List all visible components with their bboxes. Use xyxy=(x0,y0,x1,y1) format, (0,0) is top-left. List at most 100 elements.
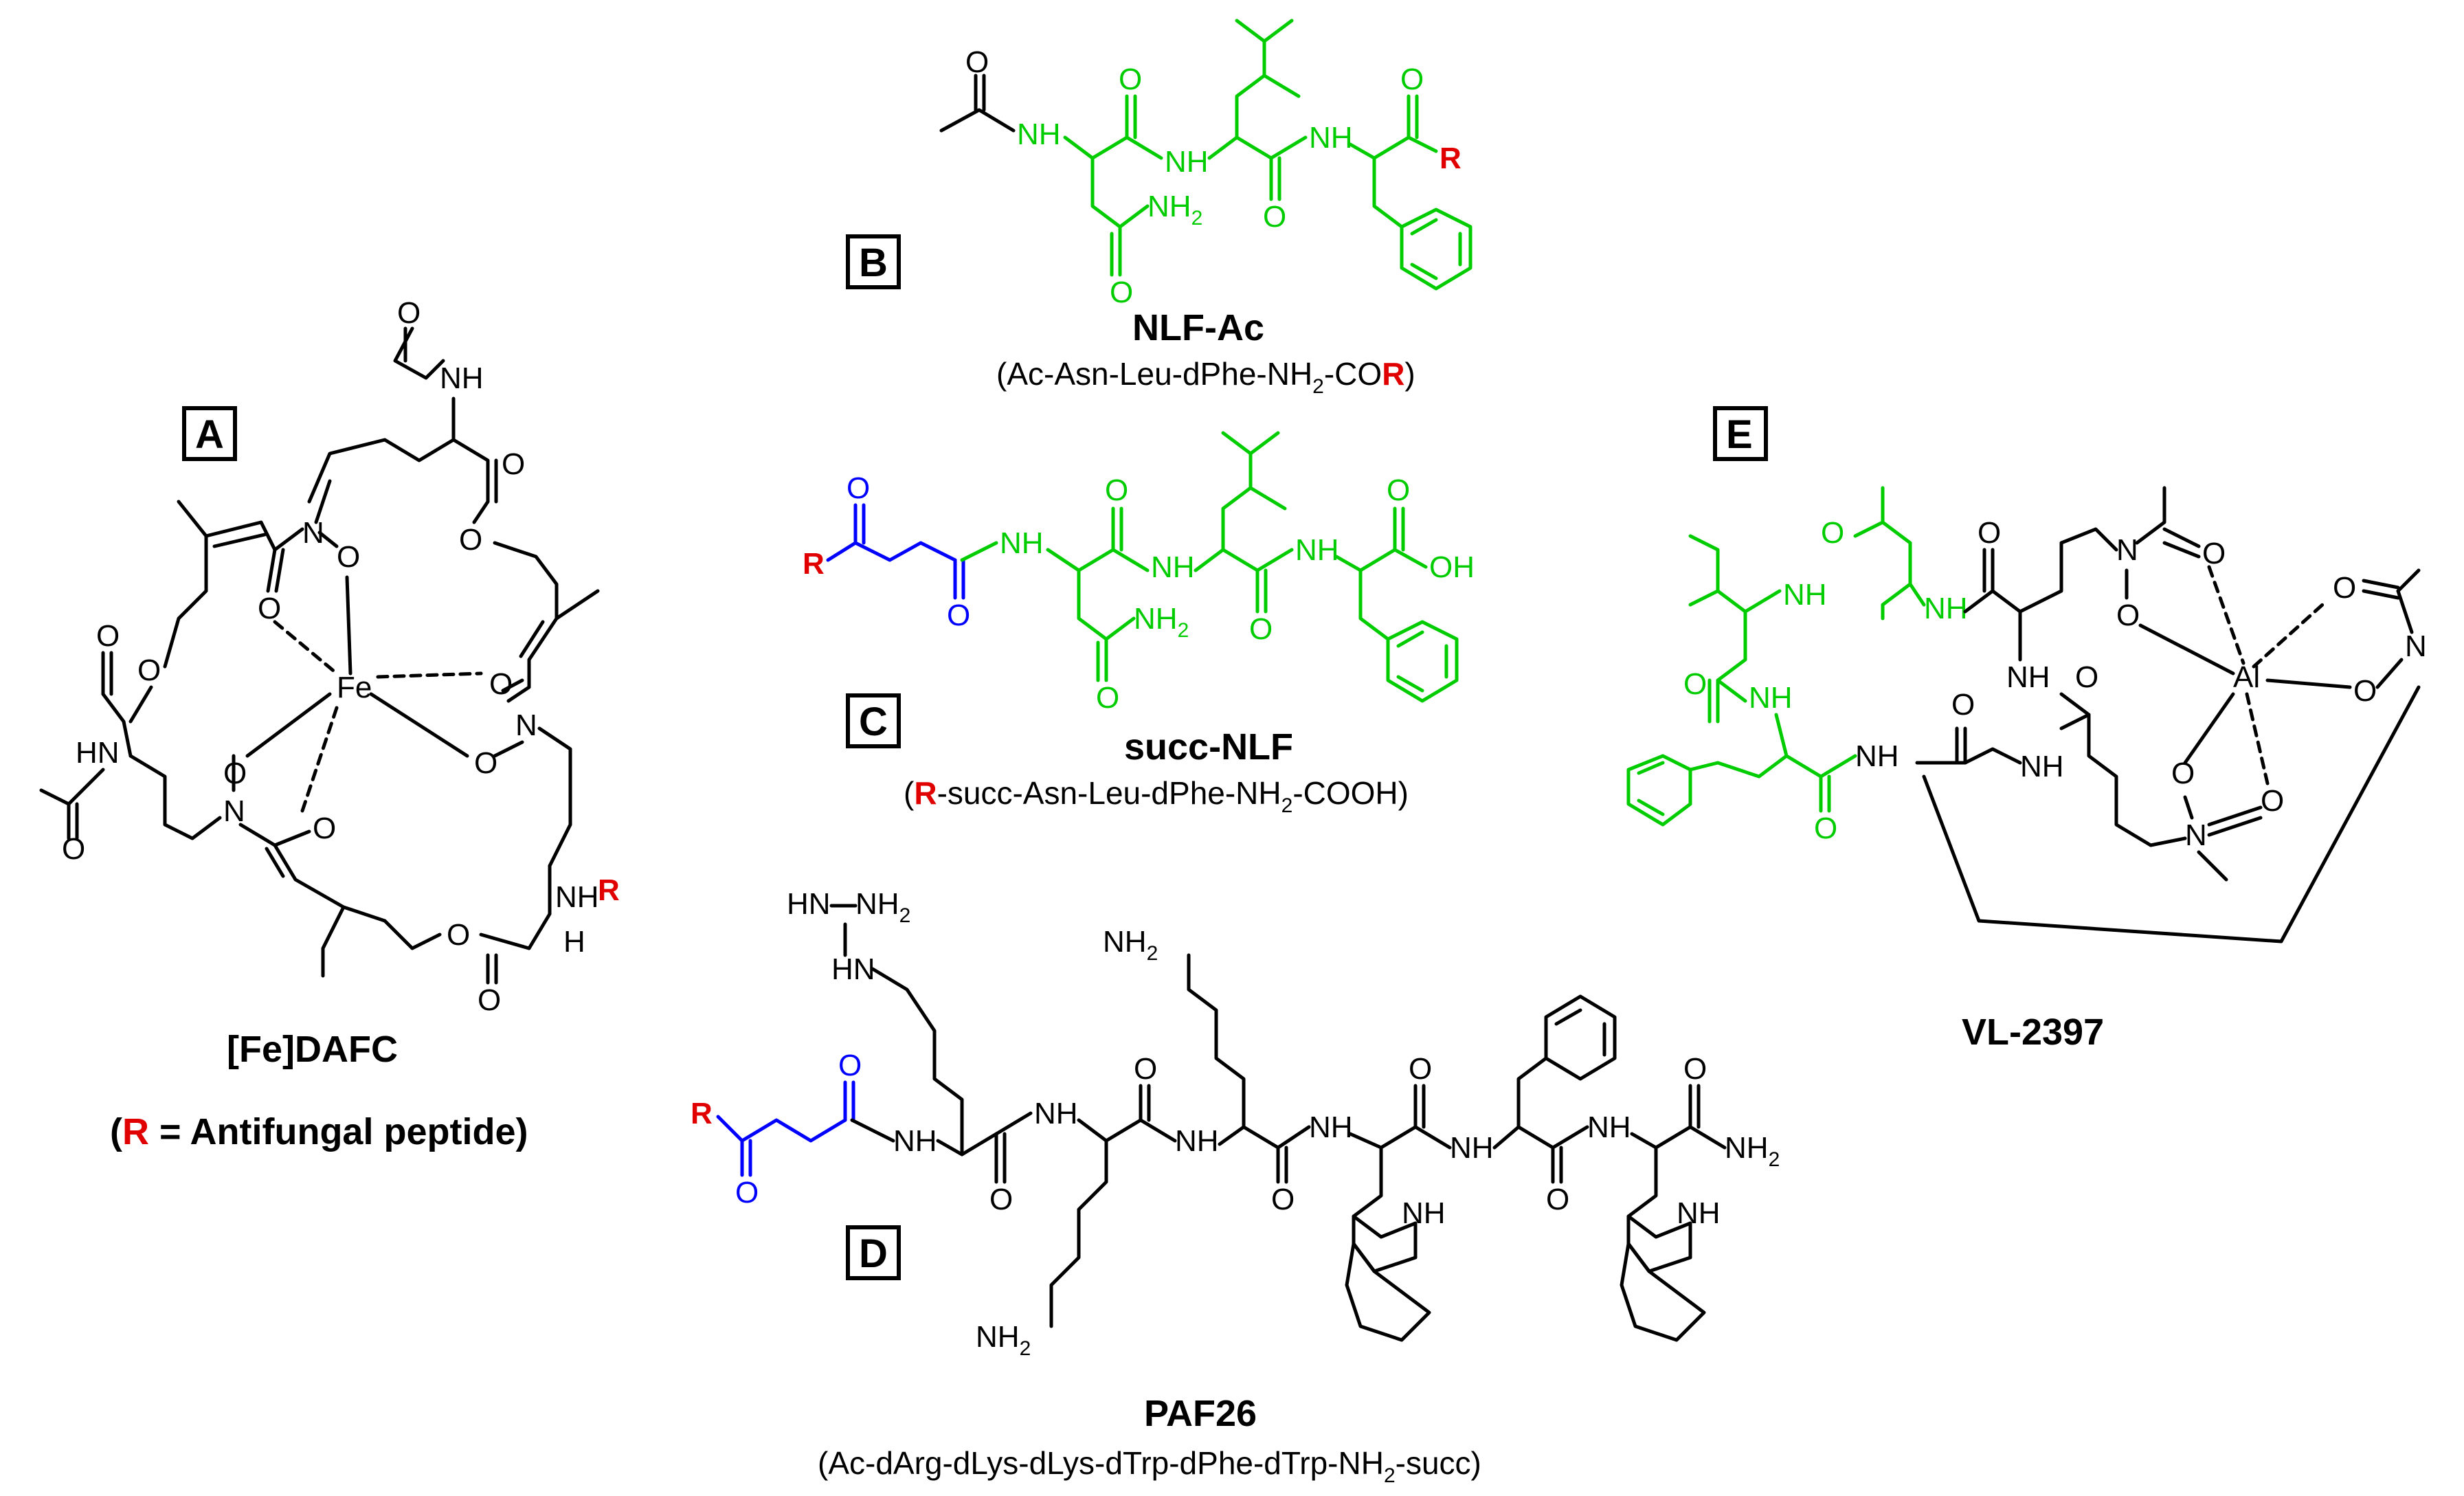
svg-text:NH: NH xyxy=(440,361,484,395)
svg-text:O: O xyxy=(947,599,970,632)
svg-text:NH: NH xyxy=(1017,118,1061,151)
svg-text:O: O xyxy=(1249,612,1273,646)
svg-text:NH: NH xyxy=(1165,145,1209,179)
panel-b-label-box xyxy=(846,234,901,289)
svg-text:O: O xyxy=(2353,674,2377,708)
svg-text:NH: NH xyxy=(2020,750,2064,783)
svg-text:OH: OH xyxy=(1429,550,1475,584)
svg-text:N: N xyxy=(2405,629,2427,663)
svg-text:O: O xyxy=(989,1183,1013,1216)
svg-text:O: O xyxy=(1096,681,1119,715)
panel-c-name: succ-NLF xyxy=(1124,726,1293,768)
svg-text:NH: NH xyxy=(1783,578,1827,612)
svg-text:NH: NH xyxy=(1000,526,1044,560)
panel-e-label-box xyxy=(1713,406,1768,461)
svg-text:HN: HN xyxy=(76,736,120,770)
svg-text:O: O xyxy=(1683,667,1707,701)
svg-text:NH: NH xyxy=(555,880,599,914)
svg-text:NH2: NH2 xyxy=(1134,602,1189,642)
panel-b-r-atom: R xyxy=(1440,142,1461,175)
svg-text:O: O xyxy=(258,592,281,625)
panel-d-r-atom: R xyxy=(691,1097,713,1130)
svg-text:HN: HN xyxy=(831,952,875,986)
svg-text:NH: NH xyxy=(1295,533,1339,567)
panel-d-name: PAF26 xyxy=(1144,1393,1257,1434)
svg-text:O: O xyxy=(1105,473,1128,507)
svg-text:O: O xyxy=(1119,63,1142,96)
panel-d-label-box xyxy=(846,1225,901,1280)
svg-text:NH2: NH2 xyxy=(1103,925,1158,965)
svg-text:O: O xyxy=(965,45,989,79)
svg-text:NH: NH xyxy=(1175,1124,1219,1158)
panel-b-label: B xyxy=(859,241,888,285)
svg-text:O: O xyxy=(1387,473,1410,507)
svg-text:NH2: NH2 xyxy=(1147,190,1202,230)
fe-atom: Fe xyxy=(337,671,372,704)
svg-text:N: N xyxy=(515,708,537,742)
svg-text:NH: NH xyxy=(1151,550,1195,584)
svg-text:O: O xyxy=(62,832,85,866)
svg-text:NH: NH xyxy=(1309,121,1353,155)
panel-b-structure: B O NH O NH O NH O R O NH2 NLF-Ac xyxy=(846,19,1472,398)
svg-text:O: O xyxy=(1271,1183,1295,1216)
svg-text:O: O xyxy=(1821,516,1844,550)
svg-text:NH2: NH2 xyxy=(1725,1131,1780,1171)
panel-e-structure: E NH O NH O NH O NH O NH N O O A xyxy=(1626,406,2427,1053)
svg-text:O: O xyxy=(459,523,482,557)
panel-b-name: NLF-Ac xyxy=(1132,307,1264,348)
svg-text:O: O xyxy=(1546,1183,1569,1216)
svg-text:O: O xyxy=(2261,784,2284,818)
panel-c-r-atom: R xyxy=(803,547,825,581)
svg-text:O: O xyxy=(1951,688,1975,722)
svg-text:O: O xyxy=(474,746,497,780)
panel-e-label: E xyxy=(1726,412,1753,457)
panel-d-structure: D HN NH2 HN R O O NH O NH O NH2 NH NH2 O xyxy=(691,887,1780,1487)
svg-text:NH: NH xyxy=(1402,1196,1446,1230)
panel-c-label-box xyxy=(846,693,901,748)
svg-text:O: O xyxy=(1683,1052,1707,1086)
svg-text:O: O xyxy=(489,667,513,701)
svg-text:O: O xyxy=(2116,599,2140,632)
svg-text:N: N xyxy=(2116,533,2138,567)
panel-a-label-box xyxy=(182,406,237,461)
svg-text:O: O xyxy=(337,540,360,574)
svg-text:HN: HN xyxy=(787,887,831,921)
svg-text:O: O xyxy=(447,918,470,952)
svg-text:NH: NH xyxy=(1677,1196,1721,1230)
svg-text:O: O xyxy=(847,471,870,505)
panel-c-sequence: (R-succ-Asn-Leu-dPhe-NH2-COOH) xyxy=(904,775,1409,817)
svg-text:O: O xyxy=(1400,63,1424,96)
svg-text:O: O xyxy=(1110,276,1133,309)
svg-text:O: O xyxy=(1263,200,1286,234)
panel-b-sequence: (Ac-Asn-Leu-dPhe-NH2-COR) xyxy=(996,356,1415,398)
svg-text:O: O xyxy=(502,447,525,481)
svg-text:O: O xyxy=(1814,812,1837,845)
svg-text:NH: NH xyxy=(1034,1097,1078,1130)
svg-text:NH: NH xyxy=(2006,660,2050,694)
svg-text:O: O xyxy=(1978,516,2001,550)
panel-e-name: VL-2397 xyxy=(1962,1012,2104,1053)
svg-text:O: O xyxy=(2202,537,2226,570)
panel-c-label: C xyxy=(859,700,888,744)
svg-text:O: O xyxy=(1409,1052,1432,1086)
panel-d-label: D xyxy=(859,1231,888,1276)
svg-text:NH: NH xyxy=(1450,1131,1494,1165)
svg-text:H: H xyxy=(563,925,585,959)
svg-text:NH: NH xyxy=(1587,1110,1631,1144)
svg-text:O: O xyxy=(478,983,501,1017)
svg-text:NH: NH xyxy=(1855,739,1899,773)
svg-text:O: O xyxy=(223,757,247,790)
svg-text:O: O xyxy=(397,296,421,330)
svg-text:NH2: NH2 xyxy=(855,887,910,927)
panel-d-sequence: (Ac-dArg-dLys-dLys-dTrp-dPhe-dTrp-NH2-su… xyxy=(818,1445,1481,1487)
svg-text:O: O xyxy=(2333,571,2356,605)
svg-text:O: O xyxy=(2171,757,2195,790)
svg-text:O: O xyxy=(1134,1052,1157,1086)
svg-text:N: N xyxy=(2185,818,2207,852)
svg-text:O: O xyxy=(313,812,336,845)
panel-a-label: A xyxy=(195,412,224,457)
svg-text:NH: NH xyxy=(893,1124,937,1158)
svg-text:N: N xyxy=(223,794,245,828)
panel-a-note: (R = Antifungal peptide) xyxy=(110,1111,528,1152)
